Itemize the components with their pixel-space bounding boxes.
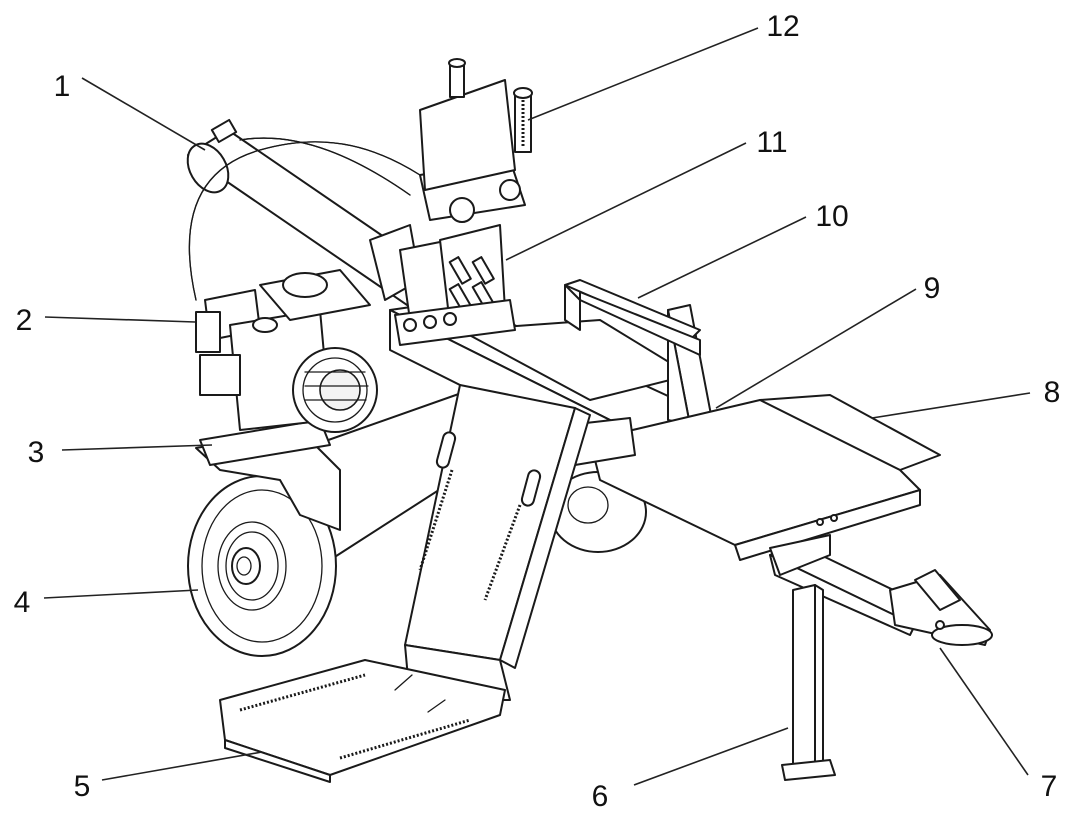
log-lift <box>219 384 591 783</box>
callout-1: 1 <box>54 70 71 103</box>
callout-9: 9 <box>924 272 941 305</box>
wheel <box>187 475 337 657</box>
leader-line-10 <box>637 216 807 299</box>
log-cradle <box>564 279 701 356</box>
leader-line-9 <box>715 288 917 409</box>
foot-plate <box>589 394 941 561</box>
leader-line-11 <box>505 142 747 261</box>
callout-3: 3 <box>28 436 45 469</box>
callout-labels: 1 2 3 4 5 6 7 8 9 10 11 12 <box>14 10 1061 813</box>
leader-line-8 <box>871 392 1031 419</box>
leader-line-3 <box>61 444 213 451</box>
callout-6: 6 <box>592 780 609 813</box>
jack-stand <box>781 584 836 781</box>
control-valve <box>369 159 526 346</box>
callout-11: 11 <box>756 126 787 159</box>
leader-line-12 <box>527 27 759 121</box>
log-splitter-illustration <box>186 58 993 783</box>
callout-7: 7 <box>1041 770 1058 803</box>
callout-8: 8 <box>1044 376 1061 409</box>
callout-2: 2 <box>16 304 33 337</box>
leader-line-4 <box>43 589 199 599</box>
callout-10: 10 <box>815 200 848 233</box>
control-handles <box>448 58 533 153</box>
engine <box>195 269 378 433</box>
leader-line-1 <box>81 77 206 151</box>
guard-plate <box>419 79 516 191</box>
leader-line-5 <box>101 751 263 781</box>
callout-5: 5 <box>74 770 91 803</box>
leader-line-2 <box>44 316 196 323</box>
leader-lines <box>43 27 1031 786</box>
hitch-coupler <box>889 569 993 646</box>
engine-mount-plate <box>199 419 331 466</box>
callout-12: 12 <box>766 10 799 43</box>
callout-4: 4 <box>14 586 31 619</box>
leader-line-6 <box>633 727 789 786</box>
leader-line-7 <box>939 647 1029 776</box>
